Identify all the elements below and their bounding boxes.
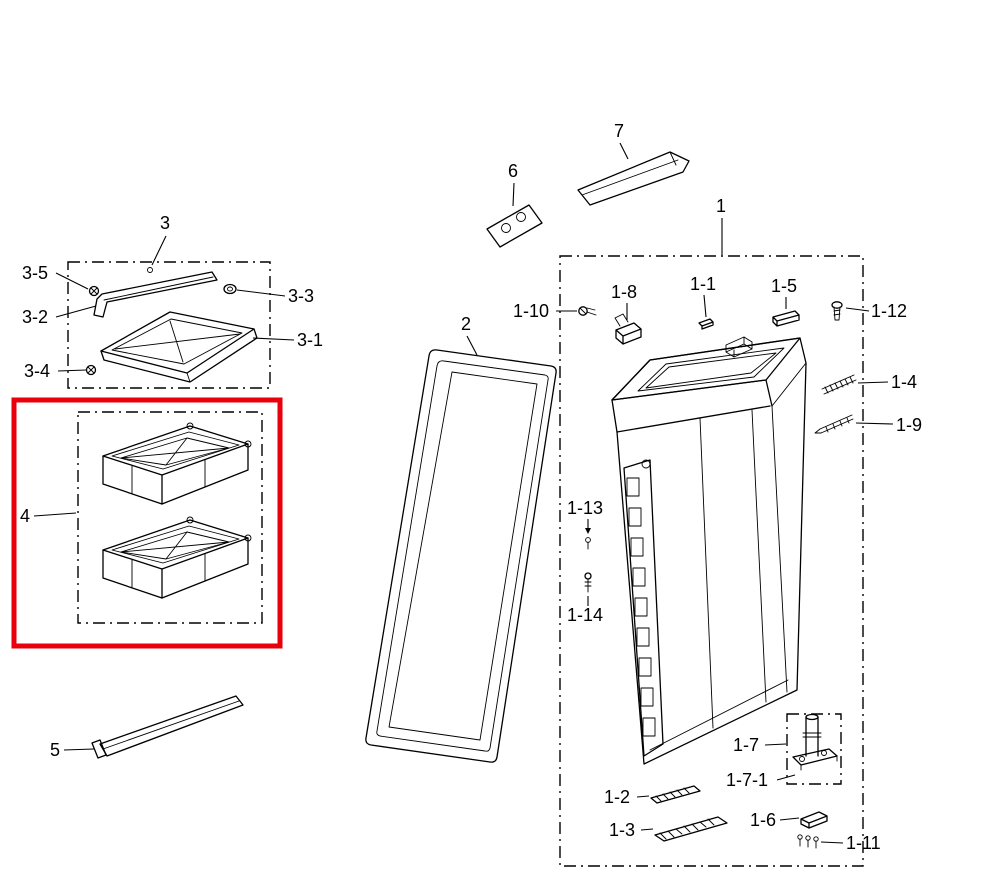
part-6-hole-left [501,223,511,233]
part-2-gasket-group: 2 [365,314,557,763]
part-2-gasket-inner [388,371,538,741]
label-1-2: 1-2 [604,787,630,807]
part-1-4-spring [821,374,857,395]
part-6-hole-right [516,212,526,222]
part-3-boundary-box [67,261,271,389]
part-1-10-screw [578,306,597,316]
leader-5 [63,748,95,751]
part-3-3-grommet [223,283,237,295]
label-3-1: 3-1 [297,330,323,350]
part-1-door-drawing [611,336,807,765]
part-7-panel-group: 7 [577,121,690,206]
label-1-8: 1-8 [611,282,637,302]
leader-3-4 [57,369,87,372]
label-1-6: 1-6 [750,810,776,830]
label-3-4: 3-4 [24,361,50,381]
label-2: 2 [461,314,471,334]
part-2-gasket-mid [376,360,549,752]
label-1-10: 1-10 [513,301,549,321]
part-1-14-screw [584,572,592,593]
part-4-bin-lower [102,516,252,599]
label-1: 1 [716,196,726,216]
leader-1-1 [703,294,707,318]
part-1-3-grille [654,816,728,842]
label-3: 3 [160,213,170,233]
label-1-1: 1-1 [690,274,716,294]
leader-1-11 [820,841,844,844]
leader-7 [619,142,629,160]
part-5-bar-edge [102,700,240,750]
part-1-7-hinge-pin [802,713,822,757]
part-1-2-strip [650,785,701,804]
label-1-11: 1-11 [846,833,881,853]
part-5-bar-group: 5 [50,695,244,760]
part-7-panel [577,151,690,206]
leader-3-5 [55,272,89,290]
part-1-5-pad [772,310,800,327]
part-2-gasket-outer [365,349,557,763]
leader-1-9 [855,422,894,425]
part-4-highlight-rectangle [11,397,283,649]
part-1-12-screw [831,301,843,321]
label-1-5: 1-5 [771,276,797,296]
label-1-4: 1-4 [891,372,917,392]
part-6-board-group: 6 [486,161,543,248]
label-1-3: 1-3 [609,820,635,840]
label-1-14: 1-14 [567,605,603,625]
part-1-1-peg [698,318,714,330]
label-1-13: 1-13 [567,498,603,518]
part-1-13-screw [585,537,591,550]
label-1-7: 1-7 [733,735,759,755]
part-5-end-cap [91,739,107,759]
fastener-dot-3 [147,267,153,273]
leader-2 [466,335,478,356]
leader-3-2 [55,305,97,318]
part-4-highlight-group: 4 [11,397,283,649]
leader-1-13 [585,519,591,534]
leader-3 [151,235,167,266]
part-4-bin-upper [102,422,252,505]
part-1-assembly-group: 1 [513,196,922,867]
label-1-9: 1-9 [896,415,922,435]
part-1-7-1-base-plate [792,748,838,771]
part-1-6-clip [800,811,828,829]
leader-1-6 [779,817,800,821]
label-4: 4 [20,506,30,526]
part-1-boundary-box [559,255,864,867]
part-7-fold-line [581,151,679,196]
part-5-bar [99,695,244,757]
part-6-board [486,204,543,248]
label-1-12: 1-12 [871,301,907,321]
part-3-1-tray [100,311,258,383]
leader-1-12 [845,307,870,312]
label-1-7-1: 1-7-1 [726,770,768,790]
leader-3-1 [252,337,295,341]
label-3-2: 3-2 [22,307,48,327]
leader-6 [512,182,515,207]
leader-4 [33,512,77,517]
part-1-8-cover [614,313,642,345]
label-3-3: 3-3 [288,286,314,306]
leader-1-4 [857,381,889,384]
label-5: 5 [50,740,60,760]
part-4-boundary-box [77,411,263,624]
part-3-4-screw [85,364,97,376]
part-1-7-hinge-group [786,713,842,785]
part-1-9-pin [814,414,854,434]
part-1-11-screws [797,834,819,849]
leader-1-3 [640,828,654,831]
part-3-assembly-group: 3 3-5 3-2 [22,213,323,389]
part-3-2-bracket [93,271,218,318]
leader-1-7-1 [776,774,796,781]
label-7: 7 [614,121,624,141]
leader-1-7 [764,743,787,746]
label-6: 6 [508,161,518,181]
label-3-5: 3-5 [22,263,48,283]
leader-1-2 [636,795,650,798]
part-1-7-boundary-box [786,713,842,785]
part-3-5-screw [88,285,100,297]
leader-3-3 [236,289,286,297]
